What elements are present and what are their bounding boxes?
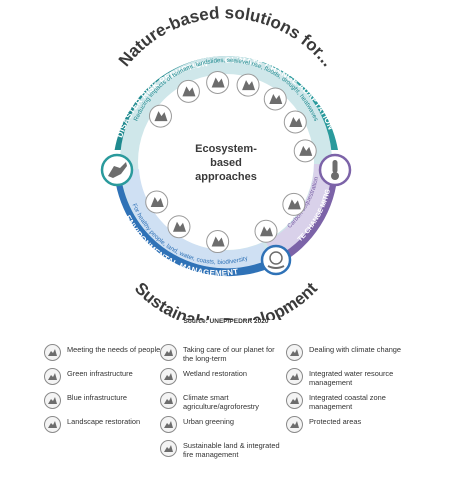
city-tree-icon [263, 87, 287, 111]
legend-label: Protected areas [309, 417, 362, 426]
nbs-diagram: DISASTER RISK REDUCTION CLIMATE CHANGE A… [100, 3, 352, 320]
trees-icon [44, 368, 61, 385]
legend-label: Urban greening [183, 417, 234, 426]
coast-icon [293, 139, 317, 163]
legend-label: Green infrastructure [67, 369, 133, 378]
waves-icon [176, 79, 200, 103]
legend-label: Integrated coastal zone management [309, 393, 386, 411]
legend-item-plant: Climate smart agriculture/agroforestry [160, 392, 283, 411]
plant-icon [236, 73, 260, 97]
legend-item-hourglass: Taking care of our planet for the long-t… [160, 344, 283, 363]
water-drop-icon [286, 368, 303, 385]
fire-icon [160, 440, 177, 457]
center-line-1: Ecosystem- [195, 143, 257, 155]
legend-label: Landscape restoration [67, 417, 141, 426]
waves-icon [44, 392, 61, 409]
legend-item-hands: Meeting the needs of people [44, 344, 167, 361]
legend-label: Dealing with climate change [309, 345, 402, 354]
ring-icons [145, 70, 317, 254]
source-note: Source: UNEP/PEDRR 2020 [183, 318, 269, 325]
legend-item-landscape: Landscape restoration [44, 416, 167, 433]
protected-area-icon [286, 416, 303, 433]
legend-item-coast: Integrated coastal zone management [286, 392, 409, 411]
city-tree-icon [160, 416, 177, 433]
legend-label: Meeting the needs of people [67, 345, 161, 354]
center-line-2: based [210, 157, 242, 169]
center-disc [164, 100, 288, 224]
svg-text:Sustainable Development: Sustainable Development [131, 279, 321, 320]
legend-label: Blue infrastructure [67, 393, 127, 402]
coast-icon [286, 392, 303, 409]
landscape-icon [167, 215, 191, 239]
legend-item-water-drop: Integrated water resource management [286, 368, 409, 387]
legend-item-trees: Green infrastructure [44, 368, 167, 385]
legend-item-city-tree: Urban greening [160, 416, 283, 433]
landscape-icon [44, 416, 61, 433]
hourglass-icon [206, 230, 230, 254]
legend-label: Integrated water resource management [309, 369, 394, 387]
legend-label: Climate smart agriculture/agroforestry [183, 393, 259, 411]
legend-item-waves: Blue infrastructure [44, 392, 167, 409]
fire-icon [145, 190, 169, 214]
thermometer-icon [286, 344, 303, 361]
protected-area-icon [282, 192, 306, 216]
heron-icon [283, 110, 307, 134]
center-text: Ecosystem- based approaches [195, 143, 257, 183]
side-icon-globe [260, 244, 292, 276]
legend-label: Wetland restoration [183, 369, 247, 378]
legend-item-fire: Sustainable land & integrated fire manag… [160, 440, 283, 459]
side-icon-hands [100, 153, 134, 187]
legend-item-protected-area: Protected areas [286, 416, 409, 433]
trees-icon [148, 104, 172, 128]
water-drop-icon [254, 219, 278, 243]
center-line-3: approaches [195, 171, 257, 183]
legend-label: Sustainable land & integrated fire manag… [183, 441, 280, 459]
hourglass-icon [160, 344, 177, 361]
side-icon-thermometer [318, 153, 352, 187]
hands-icon [44, 344, 61, 361]
legend-item-heron: Wetland restoration [160, 368, 283, 385]
legend-label: Taking care of our planet for the long-t… [183, 345, 275, 363]
heron-icon [160, 368, 177, 385]
legend-item-thermometer: Dealing with climate change [286, 344, 409, 361]
title-bottom: Sustainable Development [131, 279, 321, 320]
plant-icon [160, 392, 177, 409]
trees-icon [206, 70, 230, 94]
